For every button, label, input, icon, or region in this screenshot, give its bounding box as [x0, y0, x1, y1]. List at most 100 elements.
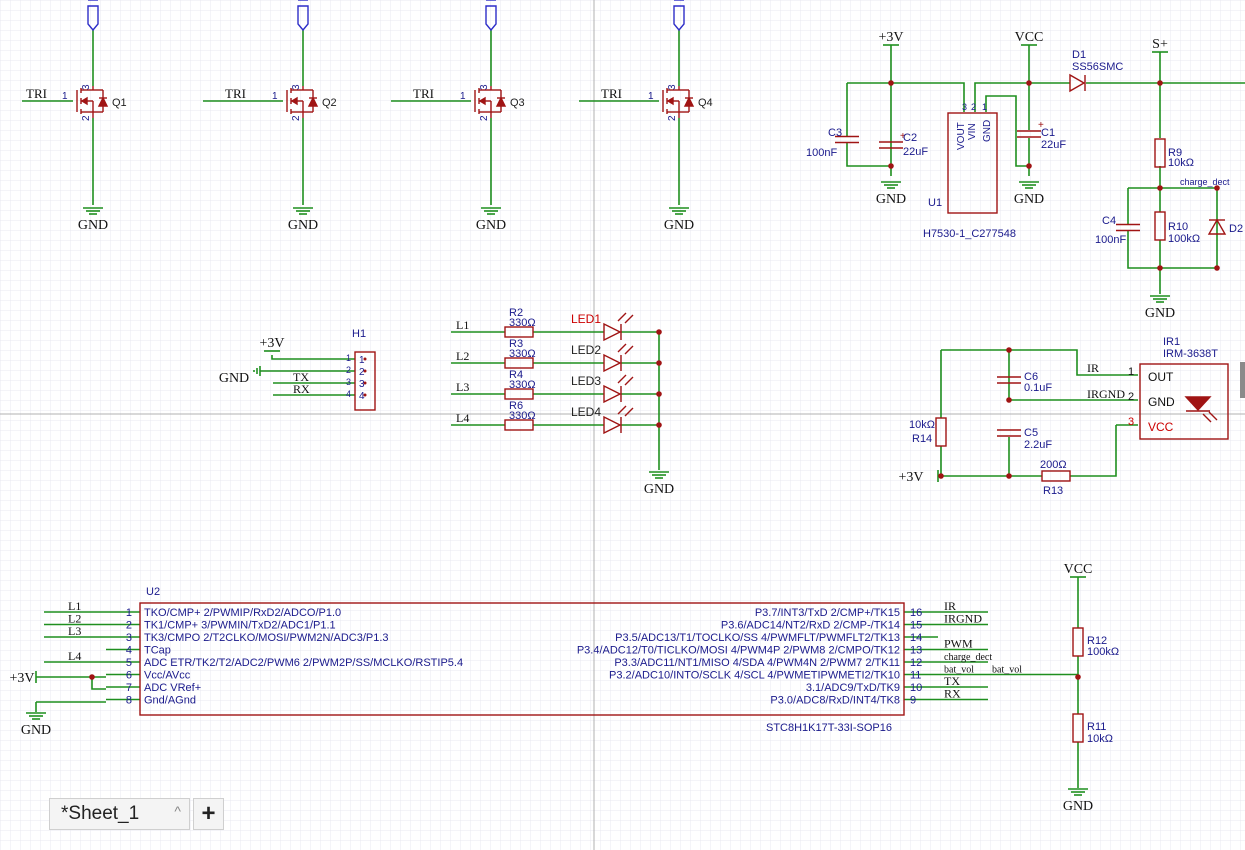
junction-d2-gnd [1214, 265, 1220, 271]
c2-ref: C2 [903, 132, 917, 144]
d1-part: SS56SMC [1072, 61, 1123, 73]
mosfet-q1-pin-drain: 3 [81, 84, 92, 90]
mosfet-q2-port-flag [297, 5, 309, 32]
u2-left-pin-3: 3 [126, 632, 132, 644]
add-sheet-button[interactable]: + [193, 798, 224, 830]
junction-u2-vref [89, 674, 95, 680]
u2-right-pin-14: 14 [910, 632, 922, 644]
u2-right-pin-11: 11 [910, 670, 921, 682]
mosfet-q3-diode [495, 96, 507, 107]
junction-c1-gnd [1026, 163, 1032, 169]
ir1-p3: 3 [1128, 416, 1134, 428]
u1-vout: VOUT [956, 122, 967, 150]
led-2-net: L2 [456, 349, 469, 363]
header-h1-body [354, 351, 376, 411]
mosfet-q3-net-label: TRI [413, 86, 434, 101]
r13-ref: R13 [1043, 485, 1063, 497]
mosfet-q1-gnd-label: GND [78, 218, 108, 233]
c4-bot [1127, 231, 1217, 269]
u1-part: H7530-1_C277548 [923, 228, 1016, 240]
u2-left-pin-1: 1 [126, 607, 132, 619]
u2-right-name-16: P3.7/INT3/TxD 2/CMP+/TK15 [755, 607, 900, 619]
power-splus-label: S+ [1152, 37, 1168, 52]
mosfet-q3-arrow [478, 96, 486, 106]
u2-right-pin-15: 15 [910, 620, 922, 632]
led-1-rref: R2 [509, 307, 523, 319]
led-1-net: L1 [456, 318, 469, 332]
mosfet-q1-ref: Q1 [112, 97, 127, 109]
c1-ref: C1 [1041, 127, 1055, 139]
power-vcc-label: VCC [1015, 30, 1044, 45]
parts-layer [76, 0, 1229, 743]
led-2-ref: LED2 [571, 343, 601, 357]
mosfet-q1-diode [97, 96, 109, 107]
mosfet-q2-pin-gate: 1 [272, 91, 278, 102]
scrollbar-thumb[interactable] [1240, 362, 1245, 398]
u2-left-name-4: TCap [144, 645, 171, 657]
u1-gnd: GND [982, 120, 993, 142]
sheet-tab[interactable]: *Sheet_1 ^ [49, 798, 190, 830]
c3-bot [846, 143, 891, 167]
u2-right-name-10: 3.1/ADC9/TxD/TK9 [806, 682, 900, 694]
led-2-rays [617, 343, 634, 355]
led-4-diode [603, 415, 622, 435]
u1-vin-wire [974, 82, 1070, 112]
led-4-net: L4 [456, 411, 469, 425]
u2-right-pin-16: 16 [910, 607, 922, 619]
h1-pin-2: 2 [359, 367, 365, 378]
mosfet-q4-pin-gate: 1 [648, 91, 654, 102]
mosfet-q3-pin-drain: 3 [479, 84, 490, 90]
res-r14 [935, 417, 947, 447]
mosfet-q1-pin-gate: 1 [62, 91, 68, 102]
h1-pin-3: 3 [359, 379, 365, 390]
u2-left-name-1: TKO/CMP+ 2/PWMIP/RxD2/ADCO/P1.0 [144, 607, 341, 619]
ir1-body [1139, 363, 1229, 440]
led-1-rays [617, 312, 634, 324]
res-r12 [1072, 627, 1084, 657]
chevron-up-icon[interactable]: ^ [174, 803, 181, 819]
h1-pin-4: 4 [359, 391, 365, 402]
sheet-tab-label: *Sheet_1 [61, 803, 140, 824]
led-1-rval: 330Ω [509, 317, 536, 329]
mosfet-q2-pin-source: 2 [291, 115, 302, 121]
u2-right-net-label-9: RX [944, 687, 961, 701]
r10-ref: R10 [1168, 221, 1188, 233]
u2-left-name-3: TK3/CMPO 2/T2CLKO/MOSI/PWM2N/ADC3/P1.3 [144, 632, 389, 644]
ir1-p1: 1 [1128, 366, 1134, 378]
u2-left-name-7: ADC VRef+ [144, 682, 201, 694]
h1-pinnum-2: 2 [346, 365, 351, 375]
u2-left-net-label-2: L2 [68, 612, 81, 626]
h1-pin-dot-4 [363, 393, 367, 397]
mosfet-q3-ref: Q3 [510, 97, 525, 109]
led-4-ref: LED4 [571, 405, 601, 419]
u2-left-name-5: ADC ETR/TK2/T2/ADC2/PWM6 2/PWM2P/SS/MCLK… [144, 657, 463, 669]
ir1-out: OUT [1148, 370, 1174, 384]
led-1-diode [603, 322, 622, 342]
res-r9 [1154, 138, 1166, 168]
u2-left-pin-8: 8 [126, 695, 132, 707]
c4-ref: C4 [1102, 215, 1116, 227]
gnd-c1-label: GND [1014, 192, 1044, 207]
mosfet-q2-net-label: TRI [225, 86, 246, 101]
led-3-rval: 330Ω [509, 379, 536, 391]
junction-c5-bot [1006, 473, 1012, 479]
led-1-ref: LED1 [571, 312, 601, 326]
u2-part: STC8H1K17T-33I-SOP16 [766, 722, 892, 734]
led-3-junction [656, 391, 662, 397]
junctions-layer [89, 80, 1220, 680]
led-4-resistor [504, 419, 534, 431]
u2-right-name-12: P3.3/ADC11/NT1/MISO 4/SDA 4/PWM4N 2/PWM7… [614, 657, 900, 669]
led-2-rref: R3 [509, 338, 523, 350]
res-r10 [1154, 211, 1166, 241]
led-4-junction [656, 422, 662, 428]
ir-vcc-wire [1070, 425, 1117, 477]
r14-val: 10kΩ [909, 419, 935, 431]
res-r13 [1041, 470, 1071, 482]
led-3-resistor [504, 388, 534, 400]
r12-val: 100kΩ [1087, 646, 1119, 658]
led-4-rref: R6 [509, 400, 523, 412]
u2-left-name-6: Vcc/AVcc [144, 670, 191, 682]
junction-c2-gnd [888, 163, 894, 169]
u2-left-pin-7: 7 [126, 682, 132, 694]
